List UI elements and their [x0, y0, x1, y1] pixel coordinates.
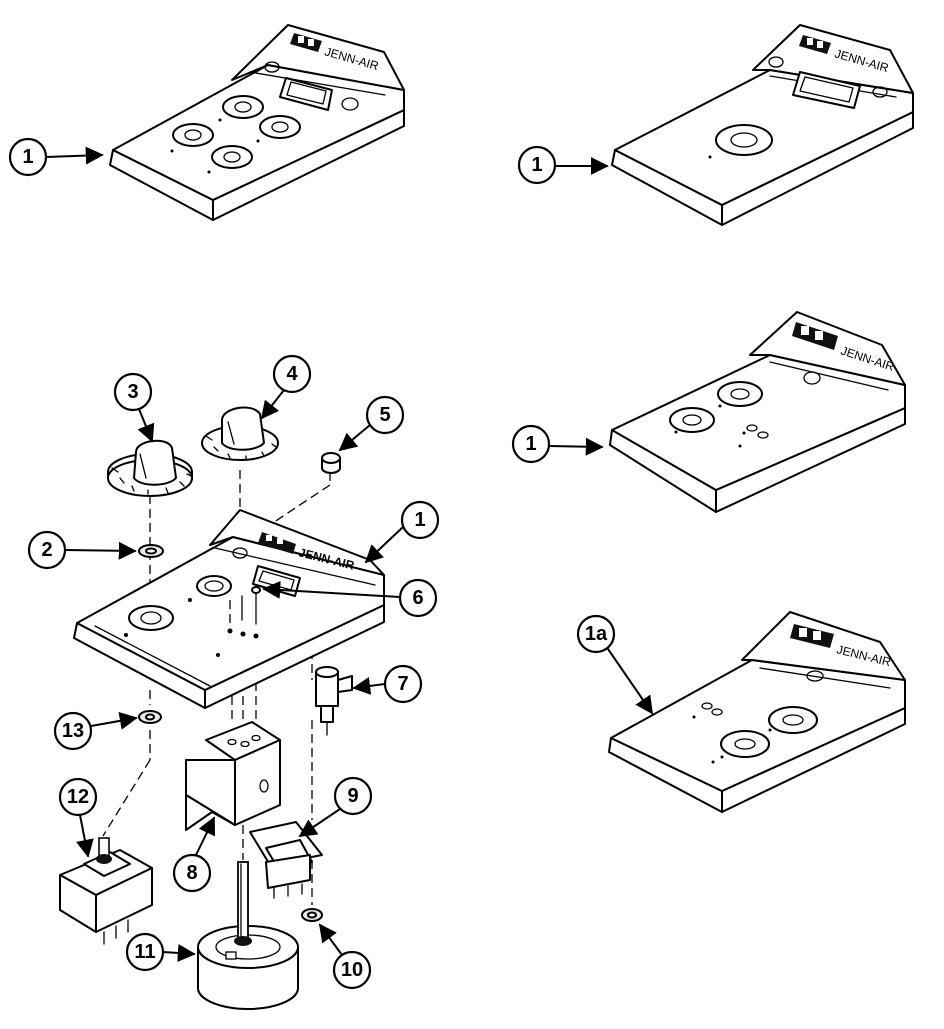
part-10-nut	[301, 908, 323, 922]
callout-4: 4	[260, 354, 312, 420]
callout-3: 3	[113, 372, 155, 443]
part-5-button-cap	[321, 452, 341, 474]
callout-12: 12	[58, 777, 98, 858]
svg-text:1: 1	[531, 154, 542, 176]
svg-text:1: 1	[22, 146, 33, 168]
svg-text:1: 1	[525, 433, 536, 455]
knob-bezel	[715, 124, 773, 156]
svg-text:10: 10	[341, 959, 363, 981]
part-9-switch	[249, 821, 323, 899]
callout-10: 10	[318, 923, 372, 990]
callout-5: 5	[338, 395, 405, 452]
svg-text:13: 13	[62, 720, 84, 742]
callout-2: 2	[27, 530, 137, 570]
console-one-knob: JENN-AIR	[611, 24, 914, 226]
part-13-washer	[138, 710, 162, 724]
knob-bezel	[669, 381, 763, 433]
callout-1-top-left: 1	[8, 137, 104, 177]
part-4-knob	[201, 406, 279, 461]
logo-badge	[792, 322, 838, 350]
part-2-washer	[138, 544, 164, 558]
callout-1-top-right: 1	[517, 145, 609, 185]
svg-text:7: 7	[397, 673, 408, 695]
callout-1-mid-right: 1	[511, 424, 604, 464]
part-12-switch-box	[59, 837, 153, 945]
console-four-knob: JENN-AIR	[109, 24, 405, 221]
svg-text:4: 4	[286, 363, 298, 385]
console-1a: JENN-AIR	[608, 611, 906, 813]
knob-bezel	[720, 706, 818, 758]
callout-9: 9	[298, 776, 373, 838]
svg-text:12: 12	[67, 786, 89, 808]
part-11-control-motor	[197, 861, 299, 1010]
svg-text:2: 2	[41, 539, 52, 561]
callout-1a: 1a	[576, 614, 654, 715]
svg-text:11: 11	[134, 941, 155, 963]
svg-text:8: 8	[186, 862, 197, 884]
svg-text:1a: 1a	[585, 623, 608, 645]
logo-badge	[799, 35, 831, 54]
callout-1-exploded: 1	[364, 500, 440, 564]
logo-badge	[258, 532, 296, 554]
part-8-bracket	[185, 721, 281, 831]
callout-8: 8	[172, 816, 216, 893]
callout-11: 11	[125, 932, 196, 972]
callout-7: 7	[352, 664, 423, 704]
svg-text:5: 5	[379, 404, 390, 426]
part-6-screws	[229, 586, 261, 626]
callout-13: 13	[53, 711, 138, 751]
part-3-knob	[107, 439, 193, 497]
logo-badge	[290, 33, 322, 52]
svg-text:3: 3	[127, 381, 138, 403]
console-two-knob: JENN-AIR	[609, 311, 906, 513]
callout-6: 6	[262, 578, 438, 618]
svg-text:9: 9	[347, 785, 358, 807]
logo-badge	[790, 624, 834, 648]
part-1-console: JENN-AIR	[73, 509, 385, 709]
part-7-indicator-light	[315, 666, 353, 736]
svg-text:1: 1	[414, 509, 425, 531]
knob-bezel	[172, 95, 301, 169]
svg-text:6: 6	[412, 587, 423, 609]
